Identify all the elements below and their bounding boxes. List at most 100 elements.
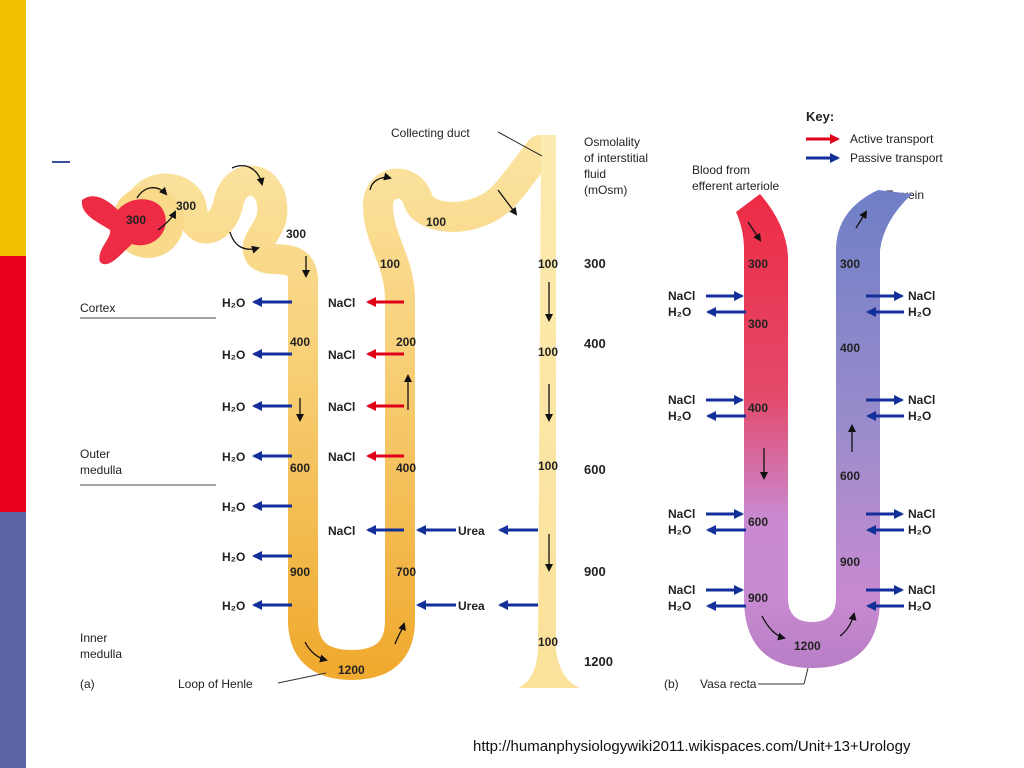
ascending-value-400: 400 bbox=[396, 461, 416, 475]
h2o-label-a6: H₂O bbox=[222, 550, 245, 564]
vasa-left-value-5: 900 bbox=[748, 591, 768, 605]
descending-value-600: 600 bbox=[290, 461, 310, 475]
panel-a-label: (a) bbox=[80, 677, 95, 691]
vasa-nacl-r1: NaCl bbox=[908, 289, 935, 303]
h2o-label-a3: H₂O bbox=[222, 400, 245, 414]
urea-label-1: Urea bbox=[458, 524, 485, 538]
nacl-label-a1: NaCl bbox=[328, 296, 355, 310]
descending-value-400: 400 bbox=[290, 335, 310, 349]
scale-600: 600 bbox=[584, 462, 606, 477]
nacl-label-a3: NaCl bbox=[328, 400, 355, 414]
ascending-value-700: 700 bbox=[396, 565, 416, 579]
vasa-h2o-l2: H₂O bbox=[668, 409, 691, 423]
vasa-nacl-l4: NaCl bbox=[668, 583, 695, 597]
vasa-nacl-l3: NaCl bbox=[668, 507, 695, 521]
pct-value-1: 300 bbox=[176, 199, 196, 213]
descending-value-900: 900 bbox=[290, 565, 310, 579]
glomerulus-value: 300 bbox=[126, 213, 146, 227]
vasa-recta-left-limb bbox=[736, 194, 788, 600]
pct-value-2: 300 bbox=[286, 227, 306, 241]
vasa-right-value-3: 600 bbox=[840, 469, 860, 483]
vasa-nacl-l1: NaCl bbox=[668, 289, 695, 303]
ascending-value-100: 100 bbox=[380, 257, 400, 271]
osmolality-header-1: Osmolality bbox=[584, 135, 640, 149]
vasa-right-value-2: 400 bbox=[840, 341, 860, 355]
vasa-recta-pointer-v bbox=[803, 667, 809, 685]
vasa-nacl-l2: NaCl bbox=[668, 393, 695, 407]
blood-from-label-1: Blood from bbox=[692, 163, 750, 177]
duct-value-4: 100 bbox=[538, 635, 558, 649]
vasa-h2o-l1: H₂O bbox=[668, 305, 691, 319]
vasa-h2o-r3: H₂O bbox=[908, 523, 931, 537]
nacl-label-a4: NaCl bbox=[328, 450, 355, 464]
vasa-h2o-l3: H₂O bbox=[668, 523, 691, 537]
duct-value-3: 100 bbox=[538, 459, 558, 473]
stripe-blue bbox=[0, 512, 26, 768]
vasa-recta-bend bbox=[744, 598, 880, 668]
panel-b-label: (b) bbox=[664, 677, 679, 691]
stripe-yellow bbox=[0, 0, 26, 256]
cortex-label: Cortex bbox=[80, 301, 115, 315]
collecting-duct-label: Collecting duct bbox=[391, 126, 470, 140]
key-passive-label: Passive transport bbox=[850, 151, 943, 165]
vasa-left-value-3: 400 bbox=[748, 401, 768, 415]
ascending-value-200: 200 bbox=[396, 335, 416, 349]
panel-a: Collecting duct Osmolality of interstiti… bbox=[80, 126, 648, 691]
key-title: Key: bbox=[806, 109, 834, 124]
h2o-arrows-a bbox=[252, 297, 292, 610]
source-url: http://humanphysiologywiki2011.wikispace… bbox=[473, 738, 911, 755]
scale-900: 900 bbox=[584, 564, 606, 579]
blood-from-label-2: efferent arteriole bbox=[692, 179, 779, 193]
inner-medulla-label-1: Inner bbox=[80, 631, 107, 645]
collecting-duct-pointer bbox=[497, 131, 543, 157]
vasa-recta-label: Vasa recta bbox=[700, 677, 757, 691]
vasa-recta-right-limb bbox=[836, 190, 912, 600]
h2o-label-a7: H₂O bbox=[222, 599, 245, 613]
nacl-active-arrows-a bbox=[366, 297, 404, 461]
vasa-left-value-4: 600 bbox=[748, 515, 768, 529]
bottom-value-1200: 1200 bbox=[338, 663, 365, 677]
stripe-red bbox=[0, 256, 26, 512]
osmolality-header-3: fluid bbox=[584, 167, 606, 181]
osmolality-header-4: (mOsm) bbox=[584, 183, 627, 197]
loop-of-henle-label: Loop of Henle bbox=[178, 677, 253, 691]
h2o-label-a1: H₂O bbox=[222, 296, 245, 310]
dct-value-100: 100 bbox=[426, 215, 446, 229]
h2o-label-a5: H₂O bbox=[222, 500, 245, 514]
duct-value-1: 100 bbox=[538, 257, 558, 271]
vasa-flow-arrows bbox=[747, 210, 868, 641]
h2o-label-a2: H₂O bbox=[222, 348, 245, 362]
outer-medulla-label-2: medulla bbox=[80, 463, 122, 477]
vasa-h2o-l4: H₂O bbox=[668, 599, 691, 613]
title-dash bbox=[52, 161, 70, 163]
vasa-right-arrows bbox=[866, 291, 904, 611]
inner-medulla-label-2: medulla bbox=[80, 647, 122, 661]
nacl-label-a5: NaCl bbox=[328, 524, 355, 538]
panel-b: Key: Active transport Passive transport … bbox=[664, 109, 943, 691]
vasa-h2o-r1: H₂O bbox=[908, 305, 931, 319]
vasa-nacl-r4: NaCl bbox=[908, 583, 935, 597]
urea-label-2: Urea bbox=[458, 599, 485, 613]
osmolality-header-2: of interstitial bbox=[584, 151, 648, 165]
scale-1200: 1200 bbox=[584, 654, 613, 669]
loop-pointer bbox=[277, 672, 327, 684]
vasa-left-value-1: 300 bbox=[748, 257, 768, 271]
vasa-left-arrows bbox=[706, 291, 746, 611]
urea-arrows-a bbox=[366, 525, 538, 610]
outer-medulla-label-1: Outer bbox=[80, 447, 110, 461]
h2o-label-a4: H₂O bbox=[222, 450, 245, 464]
scale-400: 400 bbox=[584, 336, 606, 351]
vasa-right-value-4: 900 bbox=[840, 555, 860, 569]
vasa-nacl-r2: NaCl bbox=[908, 393, 935, 407]
tubule-flow-arrows bbox=[136, 165, 553, 663]
nacl-label-a2: NaCl bbox=[328, 348, 355, 362]
vasa-nacl-r3: NaCl bbox=[908, 507, 935, 521]
duct-value-2: 100 bbox=[538, 345, 558, 359]
key-active-label: Active transport bbox=[850, 132, 934, 146]
glomerulus bbox=[81, 196, 166, 265]
vasa-h2o-r2: H₂O bbox=[908, 409, 931, 423]
vasa-right-value-1: 300 bbox=[840, 257, 860, 271]
scale-300: 300 bbox=[584, 256, 606, 271]
vasa-left-value-2: 300 bbox=[748, 317, 768, 331]
